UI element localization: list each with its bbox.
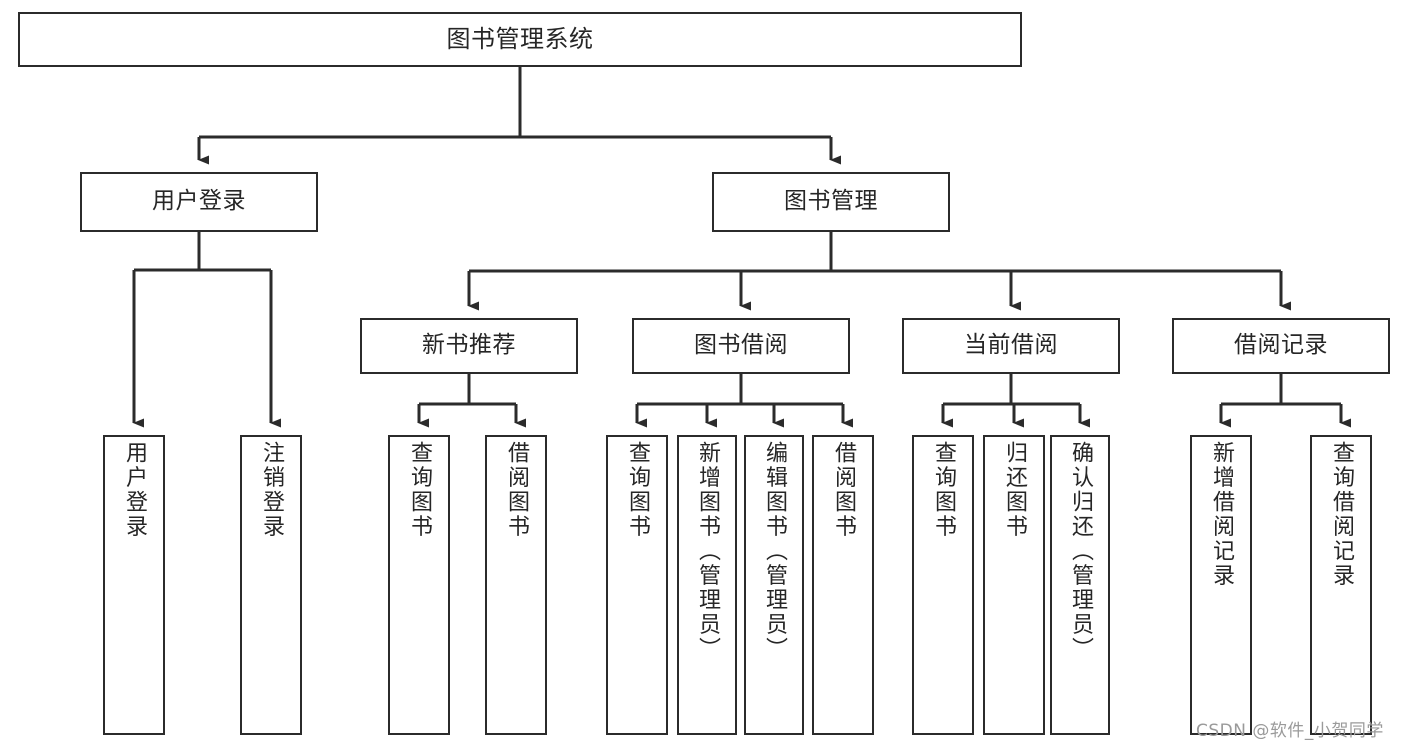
leaf-user-login[interactable]: 用户登录 bbox=[103, 435, 165, 735]
node-borrow-records-label: 借阅记录 bbox=[1234, 332, 1328, 359]
leaf-label: 编辑图书（管理员） bbox=[762, 441, 787, 662]
node-book-borrow[interactable]: 图书借阅 bbox=[632, 318, 850, 374]
leaf-label: 新增图书（管理员） bbox=[695, 441, 720, 662]
node-current-borrow[interactable]: 当前借阅 bbox=[902, 318, 1120, 374]
leaf-label: 新增借阅记录 bbox=[1209, 441, 1234, 588]
leaf-label: 归还图书 bbox=[1002, 441, 1027, 539]
leaf-confirm-return-admin[interactable]: 确认归还（管理员） bbox=[1050, 435, 1110, 735]
leaf-edit-book-admin[interactable]: 编辑图书（管理员） bbox=[744, 435, 804, 735]
leaf-label: 借阅图书 bbox=[831, 441, 856, 539]
node-root-system[interactable]: 图书管理系统 bbox=[18, 12, 1022, 67]
node-book-management-label: 图书管理 bbox=[784, 188, 878, 215]
node-borrow-records[interactable]: 借阅记录 bbox=[1172, 318, 1390, 374]
leaf-query-borrow-record[interactable]: 查询借阅记录 bbox=[1310, 435, 1372, 735]
leaf-query-book-borrow[interactable]: 查询图书 bbox=[606, 435, 668, 735]
leaf-label: 查询图书 bbox=[931, 441, 956, 539]
leaf-return-book[interactable]: 归还图书 bbox=[983, 435, 1045, 735]
csdn-watermark: CSDN @软件_小贺同学 bbox=[1196, 721, 1384, 741]
leaf-label: 确认归还（管理员） bbox=[1068, 441, 1093, 662]
node-user-login[interactable]: 用户登录 bbox=[80, 172, 318, 232]
leaf-borrow-book[interactable]: 借阅图书 bbox=[812, 435, 874, 735]
node-root-label: 图书管理系统 bbox=[446, 25, 594, 54]
leaf-label: 注销登录 bbox=[259, 441, 284, 539]
node-book-borrow-label: 图书借阅 bbox=[694, 332, 788, 359]
leaf-label: 用户登录 bbox=[122, 441, 147, 539]
node-book-management[interactable]: 图书管理 bbox=[712, 172, 950, 232]
leaf-logout[interactable]: 注销登录 bbox=[240, 435, 302, 735]
leaf-label: 查询图书 bbox=[625, 441, 650, 539]
node-new-book-recommend[interactable]: 新书推荐 bbox=[360, 318, 578, 374]
node-new-book-recommend-label: 新书推荐 bbox=[422, 332, 516, 359]
leaf-label: 借阅图书 bbox=[504, 441, 529, 539]
leaf-label: 查询图书 bbox=[407, 441, 432, 539]
leaf-query-book-new[interactable]: 查询图书 bbox=[388, 435, 450, 735]
node-current-borrow-label: 当前借阅 bbox=[964, 332, 1058, 359]
node-user-login-label: 用户登录 bbox=[152, 188, 246, 215]
leaf-add-book-admin[interactable]: 新增图书（管理员） bbox=[677, 435, 737, 735]
leaf-query-book-current[interactable]: 查询图书 bbox=[912, 435, 974, 735]
leaf-add-borrow-record[interactable]: 新增借阅记录 bbox=[1190, 435, 1252, 735]
leaf-label: 查询借阅记录 bbox=[1329, 441, 1354, 588]
leaf-borrow-book-new[interactable]: 借阅图书 bbox=[485, 435, 547, 735]
